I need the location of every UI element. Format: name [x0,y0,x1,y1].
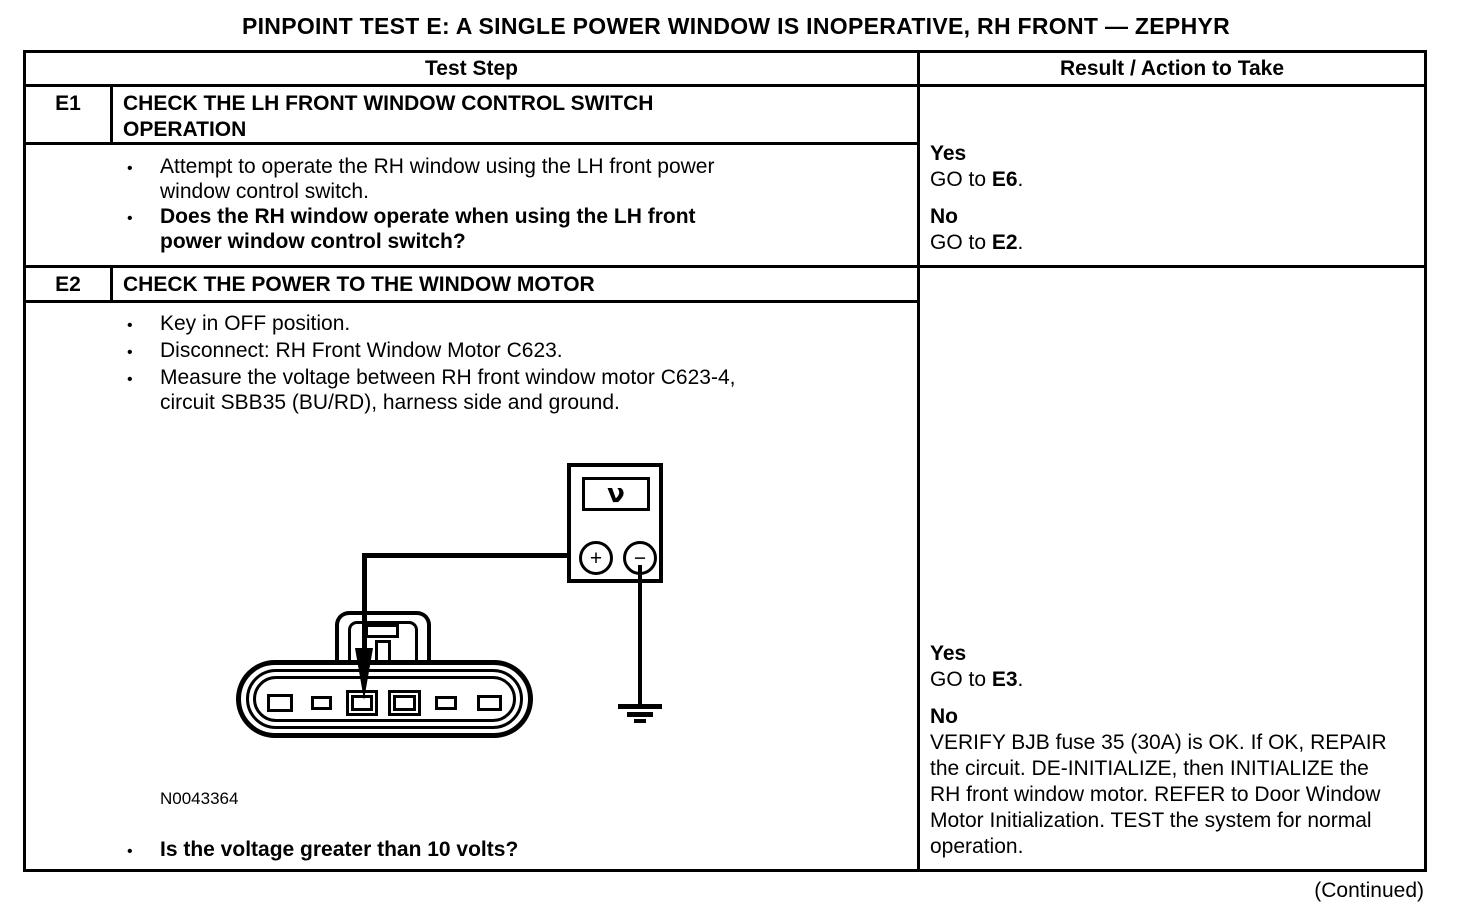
bullet-icon: • [127,160,133,177]
voltmeter-icon: ν [607,478,625,509]
e2-result-cell: Yes GO to E3. No VERIFY BJB fuse 35 (30A… [920,268,1424,869]
instruction-text: Measure the voltage between RH front win… [160,366,736,414]
list-item: • Key in OFF position. [26,311,917,338]
wiring-diagram: ν + − [26,303,917,869]
list-item: • Measure the voltage between RH front w… [26,365,917,415]
result-action: GO to E3. [930,668,1024,691]
list-item: • Attempt to operate the RH window using… [26,154,917,204]
connector-pin-4 [388,690,421,716]
e2-step-header: E2 CHECK THE POWER TO THE WINDOW MOTOR [26,268,917,303]
connector-latch-inner [348,621,418,667]
result-label: Yes [930,642,967,665]
ground-icon-bar3 [634,719,646,723]
e1-step-body: • Attempt to operate the RH window using… [26,145,917,265]
question-text: Does the RH window operate when using th… [160,205,696,253]
result-yes: Yes GO to E6. [930,141,1416,193]
list-item: • Disconnect: RH Front Window Motor C623… [26,338,917,365]
voltmeter-display: ν [582,477,650,511]
list-item: • Does the RH window operate when using … [26,204,917,254]
test-step-row-e2: E2 CHECK THE POWER TO THE WINDOW MOTOR •… [26,268,1424,869]
pinpoint-test-table: Test Step Result / Action to Take E1 CHE… [23,50,1427,872]
question-text: Is the voltage greater than 10 volts? [160,838,519,861]
connector-pin-4-terminal [393,695,416,711]
column-header-test-step: Test Step [26,53,920,84]
result-action: GO to E6. [930,168,1024,191]
probe-arrow-icon [355,648,373,700]
connector-pin-5 [435,696,457,710]
result-no: No VERIFY BJB fuse 35 (30A) is OK. If OK… [930,704,1416,860]
instruction-text: Attempt to operate the RH window using t… [160,155,715,203]
continued-note: (Continued) [1314,879,1424,902]
table-header-row: Test Step Result / Action to Take [26,53,1424,87]
voltmeter: ν + − [567,463,663,583]
bullet-icon: • [127,317,133,334]
connector-body-outline [246,669,523,729]
probe-lead-wire [362,553,367,650]
instruction-text: Disconnect: RH Front Window Motor C623. [160,339,563,362]
result-action: GO to E2. [930,231,1024,254]
result-action: VERIFY BJB fuse 35 (30A) is OK. If OK, R… [930,731,1387,858]
result-no: No GO to E2. [930,204,1416,256]
connector-latch [335,611,431,667]
e1-result-cell: Yes GO to E6. No GO to E2. [920,87,1424,265]
figure-code: N0043364 [160,789,239,808]
e2-step-id: E2 [26,268,113,300]
bullet-icon: • [127,344,133,361]
positive-terminal: + [579,541,613,575]
result-yes: Yes GO to E3. [930,641,1416,693]
result-label: Yes [930,142,967,165]
connector-pin-1 [267,694,293,712]
page-title: PINPOINT TEST E: A SINGLE POWER WINDOW I… [241,13,1231,39]
e1-step-id: E1 [26,87,113,142]
connector-pin-6 [477,695,502,711]
bullet-icon: • [127,843,133,860]
e1-step-title: CHECK THE LH FRONT WINDOW CONTROL SWITCH… [123,92,654,141]
e1-test-step-cell: E1 CHECK THE LH FRONT WINDOW CONTROL SWI… [26,87,920,265]
bullet-icon: • [127,371,133,388]
ground-icon-bar2 [627,712,653,717]
negative-lead-wire [638,565,642,707]
connector-latch-bar [365,624,399,638]
ground-icon [618,704,662,709]
connector-pin-2 [311,696,332,710]
positive-lead-wire [362,553,574,558]
column-header-result-action: Result / Action to Take [1059,57,1285,80]
list-item: • Is the voltage greater than 10 volts? [26,837,917,864]
e2-step-body: • Key in OFF position. • Disconnect: RH … [26,303,917,869]
result-label: No [930,205,958,228]
instruction-text: Key in OFF position. [160,312,351,335]
e2-test-step-cell: E2 CHECK THE POWER TO THE WINDOW MOTOR •… [26,268,920,869]
e1-step-header: E1 CHECK THE LH FRONT WINDOW CONTROL SWI… [26,87,917,145]
test-step-row-e1: E1 CHECK THE LH FRONT WINDOW CONTROL SWI… [26,87,1424,268]
bullet-icon: • [127,210,133,227]
connector-body-inner-outline [253,676,516,722]
e2-step-title: CHECK THE POWER TO THE WINDOW MOTOR [123,273,595,296]
result-label: No [930,705,958,728]
